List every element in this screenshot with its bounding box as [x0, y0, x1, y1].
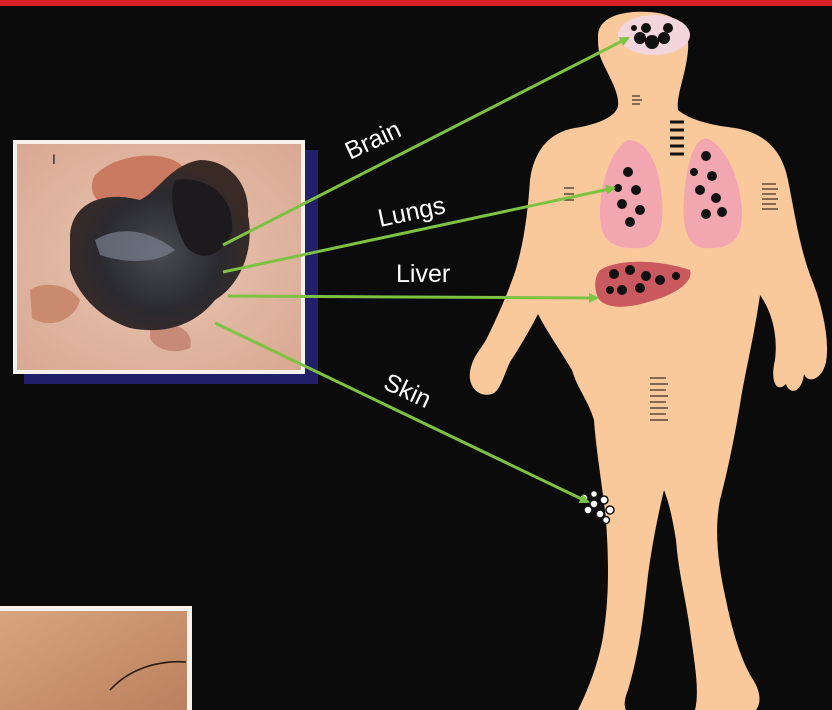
arrow-to-liver [228, 296, 597, 298]
label-liver: Liver [396, 260, 450, 288]
top-red-bar [0, 0, 832, 6]
photo2-skin [0, 611, 187, 710]
human-body [470, 12, 827, 710]
brain [618, 15, 690, 55]
skin-closeup-photo [0, 606, 192, 710]
arrow-to-skin [215, 323, 588, 502]
body-silhouette [470, 12, 827, 710]
photo-marker: I [52, 151, 56, 167]
